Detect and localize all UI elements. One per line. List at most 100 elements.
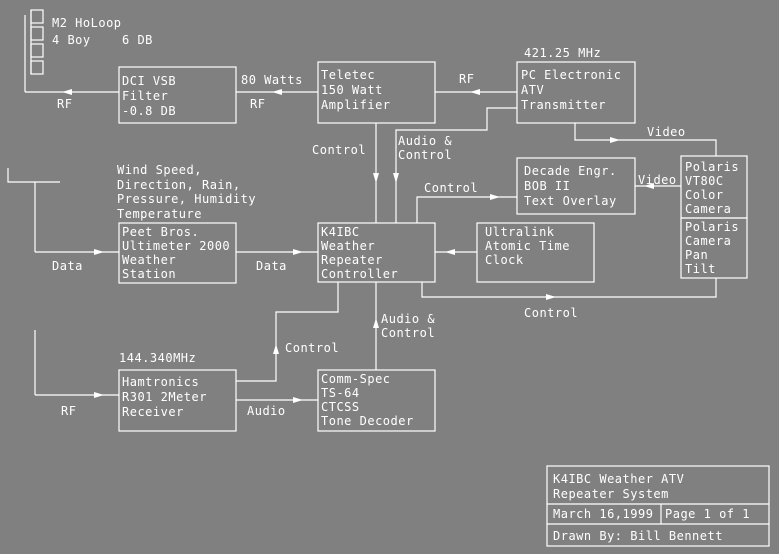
control-arrow-rx (273, 344, 279, 354)
rf-label-tx: RF (459, 72, 474, 86)
polaris-pan-line-3: Pan (685, 248, 708, 262)
polaris-cam-line-2: VT80C (685, 174, 724, 188)
antenna-name: M2 HoLoop (52, 16, 122, 30)
antenna-array (24, 9, 44, 75)
control-label-overlay: Control (424, 181, 478, 195)
video-arrow-camera (644, 183, 654, 189)
audio-control-arrow-tx (393, 173, 399, 183)
data-label-sensor: Data (52, 259, 83, 273)
audio-control-arrow-decoder (373, 318, 379, 328)
polaris-pantilt-box (680, 217, 748, 279)
control-label-amp: Control (312, 143, 366, 157)
rf-label-antenna: RF (57, 97, 72, 111)
weather-list-4: Temperature (117, 207, 202, 221)
peet-line-1: Peet Bros. (122, 225, 199, 239)
title-block (546, 465, 770, 547)
title-line-2: Repeater System (553, 487, 669, 501)
control-line-overlay (416, 196, 517, 223)
control-line-pantilt (421, 278, 717, 298)
weather-list-2: Direction, Rain, (117, 178, 241, 192)
polaris-cam-line-4: Camera (685, 202, 731, 216)
pc-line-3: Transmitter (521, 98, 606, 112)
rf-label-rx: RF (61, 404, 76, 418)
dci-line-1: DCI VSB (122, 74, 176, 88)
dci-line-3: -0.8 DB (122, 104, 176, 118)
decade-line-1: Decade Engr. (524, 164, 617, 178)
peet-line-2: Ultimeter 2000 (122, 239, 230, 253)
control-label-rx: Control (285, 341, 339, 355)
audio-arrow-rx-decoder (293, 397, 303, 403)
video-arrow-overlay-tx (610, 137, 620, 143)
rf-label-amp: RF (250, 97, 265, 111)
k4ibc-line-4: Controller (321, 267, 398, 281)
polaris-pan-line-2: Camera (685, 234, 731, 248)
hamtronics-line-1: Hamtronics (122, 375, 199, 389)
dci-vsb-filter-box (118, 66, 237, 124)
pc-electronic-transmitter-box (516, 61, 636, 124)
tx-frequency: 421.25 MHz (524, 46, 601, 60)
antenna-spec-b: 6 DB (122, 33, 153, 47)
title-page: Page 1 of 1 (665, 507, 750, 521)
peet-weather-station-box (118, 222, 237, 284)
commspec-line-3: CTCSS (321, 400, 360, 414)
control-label-pantilt: Control (524, 306, 578, 320)
weather-list-3: Pressure, Humidity (117, 192, 256, 206)
hamtronics-line-2: R301 2Meter (122, 390, 207, 404)
control-line-rx-controller (236, 282, 339, 382)
pc-line-2: ATV (521, 83, 544, 97)
control-arrow-amp (373, 173, 379, 183)
k4ibc-line-1: K4IBC (321, 225, 360, 239)
video-label-camera: Video (638, 173, 677, 187)
peet-line-4: Station (122, 267, 176, 281)
peet-line-3: Weather (122, 253, 176, 267)
decade-line-3: Text Overlay (524, 194, 617, 208)
audio-control-label-decoder: Control (381, 326, 435, 340)
rf-arrow-antenna (62, 89, 72, 95)
ultralink-line-3: Clock (485, 253, 524, 267)
audio-control-label-tx: Control (398, 148, 452, 162)
teletec-line-3: Amplifier (321, 98, 391, 112)
k4ibc-line-2: Weather (321, 239, 375, 253)
polaris-cam-line-3: Color (685, 188, 724, 202)
title-line-1: K4IBC Weather ATV (553, 472, 684, 486)
ultralink-line-1: Ultralink (485, 225, 555, 239)
decade-line-2: BOB II (524, 179, 570, 193)
hamtronics-line-3: Receiver (122, 405, 184, 419)
video-line-overlay-tx (574, 123, 717, 156)
polaris-pan-line-1: Polaris (685, 220, 739, 234)
teletec-line-2: 150 Watt (321, 83, 383, 97)
audio-label-decoder: Audio & (381, 312, 435, 326)
video-label-tx: Video (647, 125, 686, 139)
rf-arrow-rx (94, 392, 104, 398)
k4ibc-line-3: Repeater (321, 253, 383, 267)
audio-label-tx: Audio & (398, 134, 452, 148)
dci-line-2: Filter (122, 89, 168, 103)
ultralink-line-2: Atomic Time (485, 239, 570, 253)
pc-line-1: PC Electronic (521, 68, 621, 82)
clock-arrow (445, 249, 455, 255)
ultralink-clock-box (476, 222, 595, 283)
commspec-line-1: Comm-Spec (321, 372, 391, 386)
audio-control-line-tx (395, 107, 517, 223)
audio-label-rx: Audio (247, 404, 286, 418)
rf-arrow-tx-amp (470, 89, 480, 95)
data-arrow-station-controller (293, 249, 303, 255)
sensor-mast (7, 168, 60, 183)
control-arrow-pantilt (546, 294, 556, 300)
title-drawn-by: Drawn By: Bill Bennett (553, 529, 723, 543)
polaris-pan-line-4: Tilt (685, 262, 716, 276)
commspec-line-4: Tone Decoder (321, 414, 414, 428)
antenna-spec-a: 4 Boy (52, 33, 91, 47)
rf-arrow-amp-filter (272, 89, 282, 95)
data-label-station: Data (256, 259, 287, 273)
watts-label: 80 Watts (241, 73, 303, 87)
data-arrow-sensor (94, 249, 104, 255)
title-date: March 16,1999 (553, 507, 653, 521)
rx-frequency: 144.340MHz (119, 351, 196, 365)
weather-list-1: Wind Speed, (117, 163, 202, 177)
polaris-cam-line-1: Polaris (685, 160, 739, 174)
control-arrow-overlay (490, 194, 500, 200)
teletec-line-1: Teletec (321, 68, 375, 82)
